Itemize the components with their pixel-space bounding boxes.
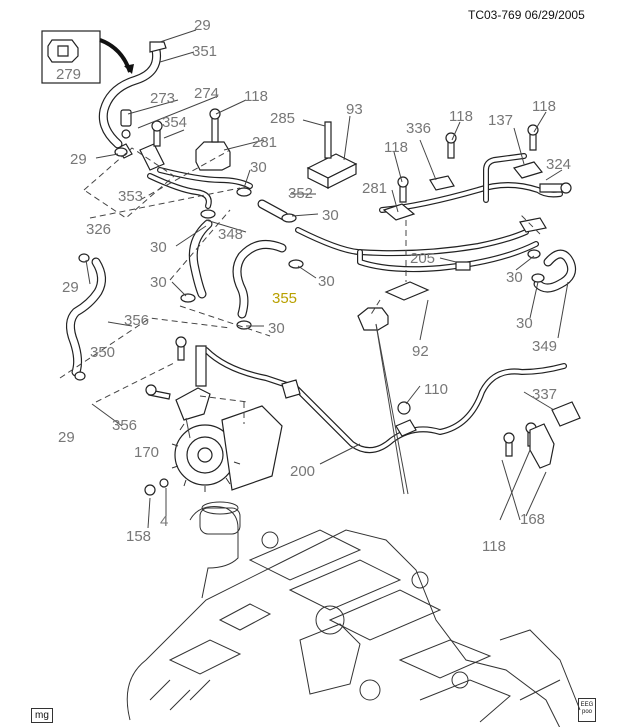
pipe-200 [203, 347, 567, 453]
callout-118-e: 118 [482, 538, 506, 555]
document-icon: EEG poo [578, 698, 596, 722]
callout-118-c: 118 [532, 98, 556, 115]
callout-30-d: 30 [318, 273, 335, 290]
diagram-header: TC03-769 06/29/2005 [468, 8, 585, 22]
callout-285: 285 [270, 110, 295, 127]
bracket-168 [529, 423, 555, 469]
callout-205: 205 [410, 250, 435, 267]
dashed-guides [59, 147, 541, 424]
bracket-337 [551, 401, 581, 427]
callout-29-mid: 29 [62, 279, 79, 296]
footer-code: mg [31, 708, 53, 723]
callout-337: 337 [532, 386, 557, 403]
callout-200: 200 [290, 463, 315, 480]
document-icon-label: EEG poo [580, 702, 594, 715]
callout-354: 354 [162, 114, 187, 131]
bracket-93 [306, 121, 358, 189]
callout-356-a: 356 [124, 312, 149, 329]
callout-30-c: 30 [150, 239, 167, 256]
callout-30-f: 30 [506, 269, 523, 286]
diagram-date: 06/29/2005 [524, 8, 585, 22]
engine-block [126, 501, 581, 727]
hose-355 [232, 239, 287, 319]
callout-29-top: 29 [194, 17, 211, 34]
callout-118-a: 118 [244, 88, 268, 105]
pipe-assembly-92 [295, 153, 572, 331]
bracket-281-upper [195, 108, 231, 171]
callout-168: 168 [520, 511, 545, 528]
alternator [171, 405, 283, 492]
callout-279: 279 [56, 66, 81, 83]
callout-30-a: 30 [250, 159, 267, 176]
hose-351 [98, 41, 167, 149]
callout-350: 350 [90, 344, 115, 361]
callout-29-left: 29 [70, 151, 87, 168]
callout-30-e: 30 [150, 274, 167, 291]
hose-348 [188, 219, 213, 299]
callout-92: 92 [412, 343, 429, 360]
callout-118-b: 118 [449, 108, 473, 125]
callout-158: 158 [126, 528, 151, 545]
callout-351: 351 [192, 43, 217, 60]
callout-30-g: 30 [268, 320, 285, 337]
callout-336: 336 [406, 120, 431, 137]
callout-324: 324 [546, 156, 571, 173]
hose-352 [257, 199, 289, 221]
callout-93: 93 [346, 101, 363, 118]
callout-170: 170 [134, 444, 159, 461]
hose-349 [533, 249, 577, 293]
callout-137: 137 [488, 112, 513, 129]
callout-30-h: 30 [516, 315, 533, 332]
callout-110: 110 [424, 381, 448, 398]
callout-4: 4 [160, 513, 168, 530]
leader-lines [85, 29, 569, 529]
callout-353: 353 [118, 188, 143, 205]
callout-274: 274 [194, 85, 219, 102]
callout-29-bottom: 29 [58, 429, 75, 446]
callout-273: 273 [150, 90, 175, 107]
hose-350 [66, 257, 106, 377]
inset-clip-279 [41, 30, 134, 84]
diagram-code: TC03-769 [468, 8, 522, 22]
callout-281-a: 281 [252, 134, 277, 151]
callout-349: 349 [532, 338, 557, 355]
callout-281-b: 281 [362, 180, 387, 197]
callout-356-b: 356 [112, 417, 137, 434]
callout-30-b: 30 [322, 207, 339, 224]
callout-labels: 29 351 279 273 274 118 285 93 118 118 35… [56, 17, 571, 555]
callout-348: 348 [218, 226, 243, 243]
callout-118-d: 118 [384, 139, 408, 156]
callout-352: 352 [288, 185, 313, 202]
callout-326: 326 [86, 221, 111, 238]
callout-355: 355 [272, 290, 297, 307]
